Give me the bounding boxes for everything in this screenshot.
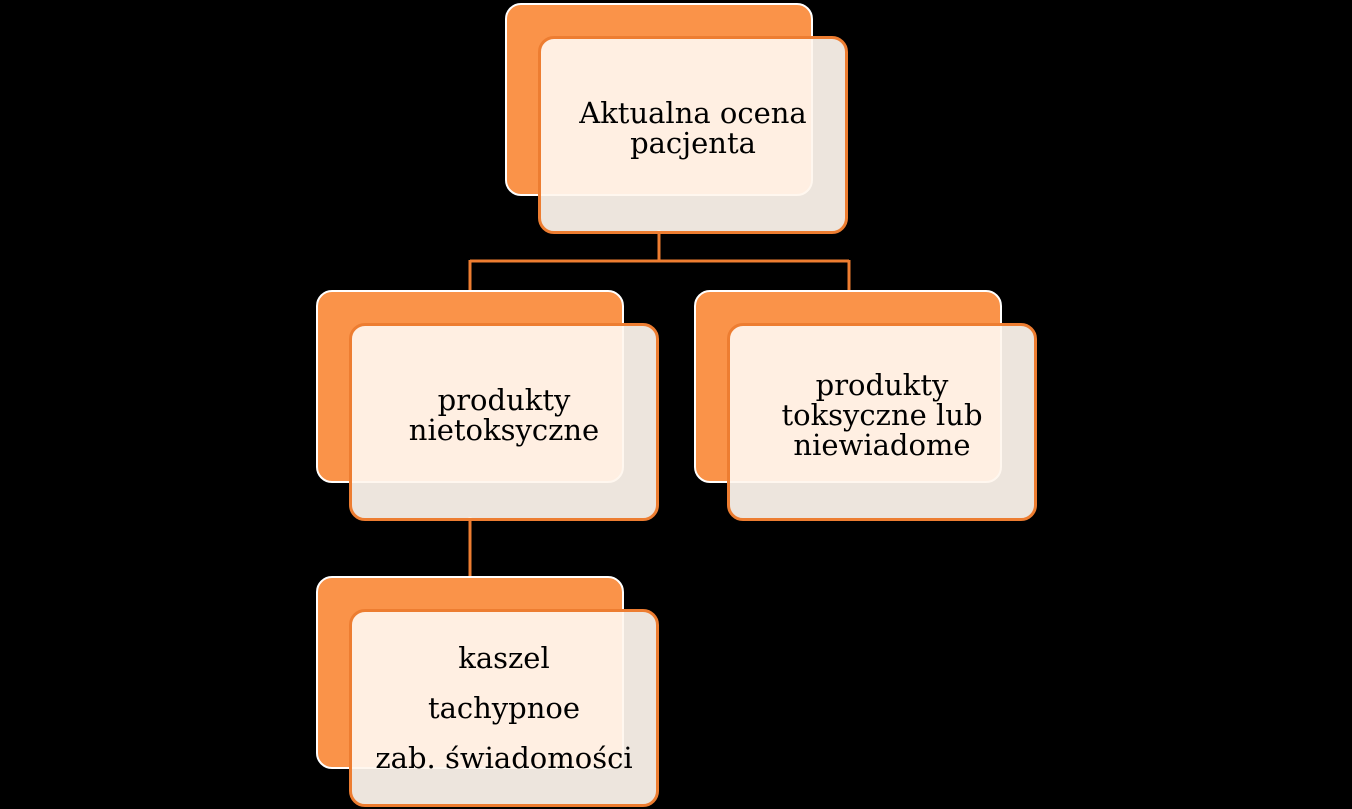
node-root-line-2: pacjenta bbox=[630, 126, 756, 160]
symptom-item: zab. świadomości bbox=[375, 741, 633, 775]
node-symptoms-label: kaszel tachypnoe zab. świadomości bbox=[349, 609, 659, 807]
node-root-line-1: Aktualna ocena bbox=[579, 96, 807, 130]
node-toxic-unknown-line-3: niewiadome bbox=[793, 428, 971, 462]
node-symptoms-front-panel bbox=[349, 609, 659, 807]
node-root-label: Aktualna ocena pacjenta bbox=[538, 36, 848, 234]
node-toxic-unknown-line-1: produkty bbox=[815, 368, 949, 402]
node-nontoxic-label: produkty nietoksyczne bbox=[349, 323, 659, 521]
node-root-front-panel bbox=[538, 36, 848, 234]
node-toxic-unknown-front-panel bbox=[727, 323, 1037, 521]
node-nontoxic-line-2: nietoksyczne bbox=[408, 413, 600, 447]
node-nontoxic-line-1: produkty bbox=[437, 383, 571, 417]
symptom-item: kaszel bbox=[458, 641, 550, 675]
node-nontoxic-front-panel bbox=[349, 323, 659, 521]
node-toxic-unknown-label: produkty toksyczne lub niewiadome bbox=[727, 323, 1037, 521]
symptom-item: tachypnoe bbox=[427, 691, 581, 725]
node-toxic-unknown-line-2: toksyczne lub bbox=[781, 398, 983, 432]
